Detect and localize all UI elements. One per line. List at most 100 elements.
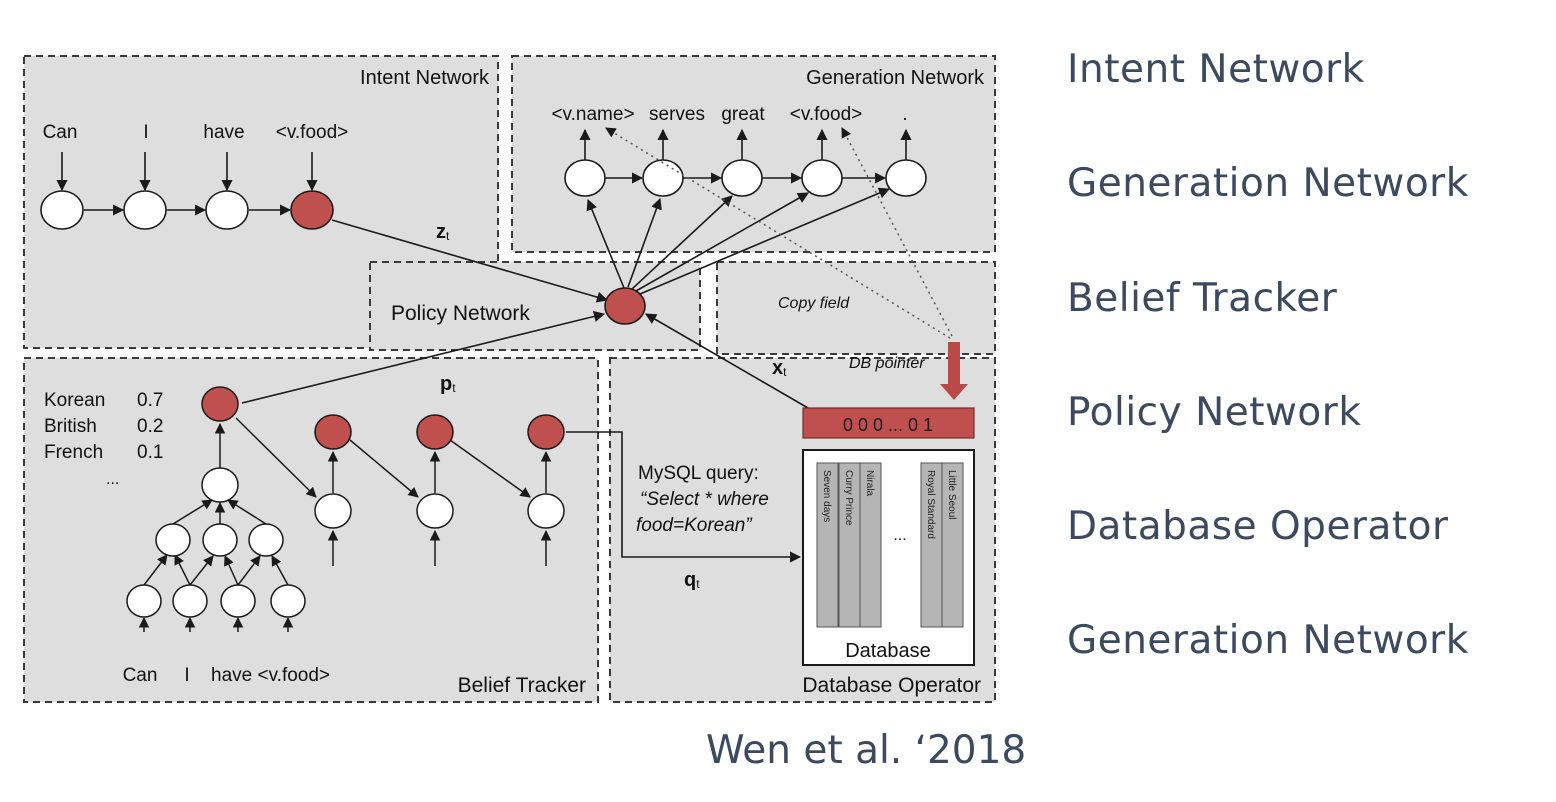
belief-input-i: I <box>184 665 189 686</box>
gen-output-period: . <box>902 104 907 125</box>
intent-input-can: Can <box>43 122 78 143</box>
db-pointer-vector-text: 0 0 0 ... 0 1 <box>843 415 933 435</box>
db-column-label: Seven days <box>821 470 832 522</box>
copy-field-panel <box>716 261 996 355</box>
belief-mid-node <box>248 523 284 557</box>
generation-network-panel <box>511 55 996 253</box>
chain-edge <box>235 417 317 498</box>
belief-state-node <box>314 414 352 450</box>
database-operator-title: Database Operator <box>802 674 981 697</box>
generation-edges <box>579 128 912 295</box>
tree-edge <box>237 555 261 586</box>
belief-label-british: British <box>44 416 97 437</box>
intent-nodes <box>40 190 334 230</box>
belief-tracker-panel <box>23 357 599 703</box>
query-line-1: “Select * where <box>640 489 769 510</box>
policy-to-gen-edge <box>635 192 809 292</box>
db-column-label: Little Seoul <box>946 470 957 519</box>
tree-edge <box>143 554 168 586</box>
side-item-intent-network: Intent Network <box>1067 47 1365 92</box>
gen-output-vfood: <v.food> <box>790 104 863 125</box>
q-label: qt <box>684 569 700 591</box>
gen-node <box>801 159 843 197</box>
db-column-label: Royal Standard <box>925 470 936 539</box>
generation-nodes <box>564 159 927 197</box>
gen-node <box>721 159 763 197</box>
tree-edge <box>189 555 214 586</box>
chain-edge <box>349 439 419 498</box>
gen-node <box>564 159 606 197</box>
z-label: zt <box>436 221 450 243</box>
copy-field-pointers <box>605 127 953 339</box>
tree-edge <box>271 555 289 586</box>
db-pointer-vector <box>802 407 975 439</box>
gen-output-serves: serves <box>649 104 705 125</box>
intent-input-have: have <box>203 122 244 143</box>
side-item-database-operator: Database Operator <box>1067 504 1449 549</box>
generation-network-title: Generation Network <box>806 67 985 89</box>
gen-node <box>642 159 684 197</box>
belief-state-node <box>201 386 239 422</box>
belief-hidden-node <box>416 493 454 529</box>
tree-edge <box>172 499 213 525</box>
side-item-policy-network: Policy Network <box>1067 390 1362 435</box>
query-title: MySQL query: <box>638 463 759 484</box>
belief-label-ellipsis: ... <box>106 471 119 488</box>
tree-edge <box>224 555 239 586</box>
intent-node-output <box>290 190 334 230</box>
belief-value-korean: 0.7 <box>137 390 163 411</box>
belief-input-have-vfood: have <v.food> <box>211 665 330 686</box>
intent-node <box>123 190 167 230</box>
gen-node <box>885 159 927 197</box>
side-item-belief-tracker: Belief Tracker <box>1067 276 1338 321</box>
intent-network-title: Intent Network <box>360 67 490 89</box>
policy-to-gen-edge <box>627 197 662 288</box>
chain-edge <box>449 439 531 498</box>
belief-state-node <box>416 414 454 450</box>
belief-leaf-node <box>270 584 306 618</box>
belief-label-korean: Korean <box>44 390 105 411</box>
belief-value-french: 0.1 <box>137 442 163 463</box>
citation: Wen et al. ‘2018 <box>706 728 1027 773</box>
belief-value-british: 0.2 <box>137 416 163 437</box>
tree-edge <box>227 499 267 525</box>
belief-hidden-node <box>527 493 565 529</box>
belief-tracker-title: Belief Tracker <box>458 674 586 697</box>
policy-to-gen-edge <box>586 198 625 289</box>
belief-mid-node <box>155 523 191 557</box>
db-column-ellipsis: ... <box>893 527 906 544</box>
tree-edge <box>174 554 191 586</box>
x-label: xt <box>772 357 787 379</box>
policy-node <box>604 287 646 325</box>
policy-network-title: Policy Network <box>391 302 530 325</box>
belief-label-french: French <box>44 442 103 463</box>
intent-input-vfood: <v.food> <box>276 122 349 143</box>
intent-node <box>40 190 84 230</box>
policy-edges <box>241 219 809 409</box>
database-columns <box>816 462 964 628</box>
belief-edges <box>138 417 552 632</box>
query-line-2: food=Korean” <box>636 515 753 536</box>
intent-edges <box>56 152 318 216</box>
db-column <box>859 462 882 628</box>
db-pointer-arrow <box>940 342 968 400</box>
gen-output-vname: <v.name> <box>551 104 634 125</box>
belief-leaf-node <box>220 584 256 618</box>
belief-input-can: Can <box>123 665 158 686</box>
side-item-generation-network: Generation Network <box>1067 161 1469 206</box>
database-label: Database <box>845 640 931 662</box>
db-column <box>816 462 839 628</box>
belief-mid-node <box>202 523 238 557</box>
belief-state-node <box>527 414 565 450</box>
intent-to-policy-edge <box>331 219 609 303</box>
database-column-labels: Seven days Curry Prince Nirala Royal Sta… <box>821 470 957 539</box>
gen-output-great: great <box>721 104 765 125</box>
intent-node <box>205 190 249 230</box>
db-column-label: Curry Prince <box>843 470 854 526</box>
belief-nodes <box>126 386 565 618</box>
intent-input-i: I <box>143 122 148 143</box>
copy-field-title: Copy field <box>778 295 850 312</box>
belief-root-node <box>201 467 239 503</box>
belief-hidden-node <box>314 493 352 529</box>
